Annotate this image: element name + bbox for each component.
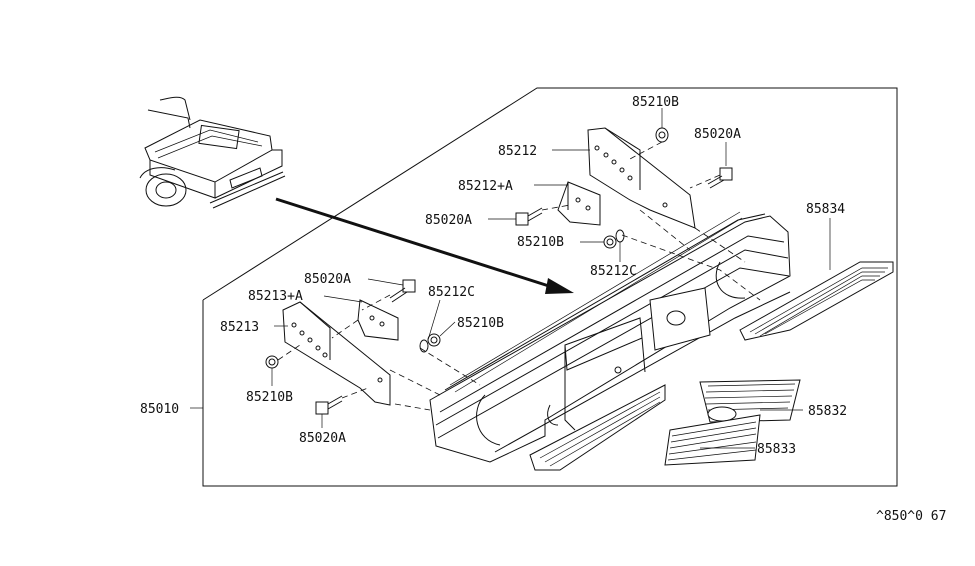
label-upper-sub-bracket: 85212+A [458,179,513,194]
label-bumper-pad-lower: 85833 [757,442,796,457]
pad-85832 [699,379,801,423]
label-lower-bracket: 85213 [220,320,259,335]
label-assembly: 85010 [140,402,179,417]
label-step-pad: 85834 [806,202,845,217]
label-lower-bolt: 85020A [299,431,346,446]
bracket-85213-A [357,299,399,341]
nut-85210B-mid [603,235,617,249]
nut-85210B-lower [265,355,279,369]
label-upper-bolt-left: 85020A [425,213,472,228]
clip-85212C-upper [615,229,625,243]
bracket-85212 [587,127,696,229]
pad-85833 [664,414,761,466]
label-lower-clip: 85212C [428,285,475,300]
label-upper-bolt: 85020A [694,127,741,142]
step-pad-85834 [739,261,894,341]
label-upper-nut-mid: 85210B [517,235,564,250]
rear-bumper [429,211,791,463]
nut-85210B-upper [655,127,669,143]
direction-arrow [275,197,574,294]
bolt-85020A-lower [315,395,343,415]
assembly-frame [202,87,898,487]
bolt-85020A-lower-top [389,279,416,303]
label-lower-sub-bracket: 85213+A [248,289,303,304]
label-bumper-pad: 85832 [808,404,847,419]
step-plate-lower [529,384,666,471]
label-upper-bracket: 85212 [498,144,537,159]
label-upper-clip: 85212C [590,264,637,279]
diagram-code: ^850^0 67 [876,509,946,524]
bolt-85020A-upper [707,167,733,189]
bracket-85212-A [557,181,601,226]
label-upper-nut: 85210B [632,95,679,110]
bracket-85213 [282,301,391,406]
bolt-85020A-mid [515,207,543,226]
label-lower-nut-right: 85210B [457,316,504,331]
nut-85210B-lower-right [427,333,441,347]
label-lower-nut: 85210B [246,390,293,405]
truck-illustration [139,96,286,209]
leader-lines [190,108,831,449]
label-lower-bolt-top: 85020A [304,272,351,287]
